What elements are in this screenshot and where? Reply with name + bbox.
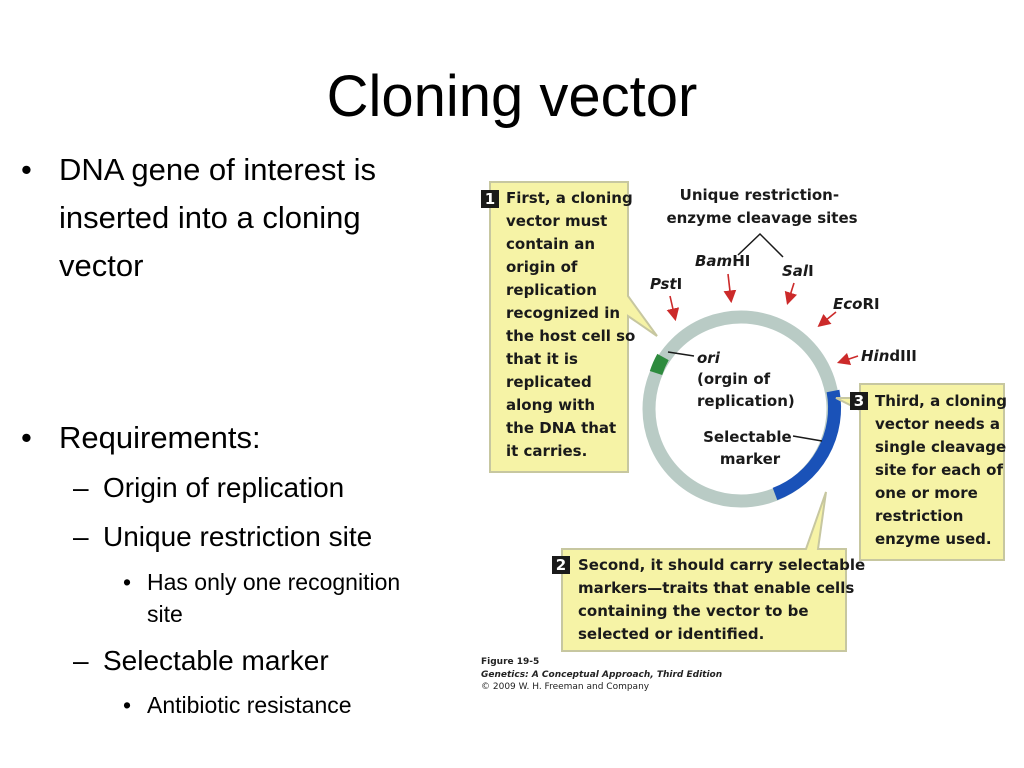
enzyme-bamhi-label: BamHI [695, 252, 750, 270]
ori-label: ori [697, 349, 721, 367]
slide-title: Cloning vector [326, 64, 698, 129]
bullet-text-line: Requirements: [59, 420, 261, 455]
sub-bullet-text: Origin of replication [103, 472, 345, 503]
figure-caption-copyright: © 2009 W. H. Freeman and Company [481, 682, 650, 692]
sub-sub-bullet-one-site: • Has only one recognition site [123, 566, 401, 630]
sub-bullet-selectable-marker: – Selectable marker [73, 643, 329, 679]
bullet-gene-of-interest: • DNA gene of interest is inserted into … [21, 146, 377, 290]
callout-box-1: 1 First, a cloning vector must contain a… [481, 181, 658, 473]
sub-bullet-origin: – Origin of replication [73, 470, 345, 506]
bullet-dot: • [21, 420, 32, 455]
bracket-line [737, 232, 784, 258]
callout-box-1-text: First, a cloning vector must contain an … [506, 189, 641, 460]
sub-sub-bullet-antibiotic: • Antibiotic resistance [123, 689, 352, 721]
unique-sites-label: Unique restriction- enzyme cleavage site… [666, 186, 857, 227]
callout-box-3-text: Third, a cloning vector needs a single c… [875, 392, 1012, 548]
sub-bullet-text: Selectable marker [103, 645, 329, 676]
selectable-marker-arc [772, 389, 842, 501]
bullet-dot: • [21, 152, 32, 187]
marker-leader-line [792, 435, 823, 442]
bullet-dot: • [123, 569, 132, 595]
arrow-sali [784, 282, 797, 306]
bullet-text-line: vector [59, 248, 144, 283]
callout-box-3: 3 Third, a cloning vector needs a single… [835, 383, 1012, 561]
bullet-dot: • [123, 692, 132, 718]
enzyme-ecori-label: EcoRI [833, 295, 880, 313]
figure-caption-number: Figure 19-5 [481, 657, 539, 667]
bullet-text-line: DNA gene of interest is [59, 152, 377, 187]
sub-bullet-restriction-site: – Unique restriction site [73, 519, 373, 555]
bullet-requirements: • Requirements: [21, 414, 261, 462]
enzyme-psti-label: PstI [650, 275, 682, 293]
ori-description: (orgin of replication) [697, 370, 795, 410]
sub-bullet-dash: – [73, 645, 89, 676]
arrow-hindiii [836, 352, 859, 366]
callout-box-2-text: Second, it should carry selectable marke… [578, 556, 870, 643]
step-number-badge [481, 190, 499, 208]
selectable-marker-label: Selectable marker [703, 428, 797, 468]
sub-bullet-dash: – [73, 472, 89, 503]
cleavage-site-arrows [666, 273, 859, 366]
step-number-badge [552, 556, 570, 574]
bullet-text-line: inserted into a cloning [59, 200, 361, 235]
step-number: 2 [556, 556, 566, 574]
step-number: 1 [485, 190, 495, 208]
figure-caption-book: Genetics: A Conceptual Approach, Third E… [481, 670, 722, 680]
arrow-ecori [817, 311, 837, 328]
ori-segment [649, 353, 669, 376]
sub-sub-bullet-text-line: site [147, 601, 183, 627]
step-number: 3 [854, 392, 864, 410]
ori-leader-line [667, 351, 695, 357]
callout-box-2: 2 Second, it should carry selectable mar… [552, 491, 870, 652]
enzyme-hindiii-label: HindIII [861, 347, 917, 365]
enzyme-sali-label: SalI [782, 262, 814, 280]
step-number-badge [850, 392, 868, 410]
sub-bullet-dash: – [73, 521, 89, 552]
arrow-bamhi [723, 273, 737, 304]
sub-sub-bullet-text-line: Has only one recognition [147, 569, 401, 595]
sub-bullet-text: Unique restriction site [103, 521, 373, 552]
arrow-psti [666, 295, 680, 322]
sub-sub-bullet-text: Antibiotic resistance [147, 692, 352, 718]
